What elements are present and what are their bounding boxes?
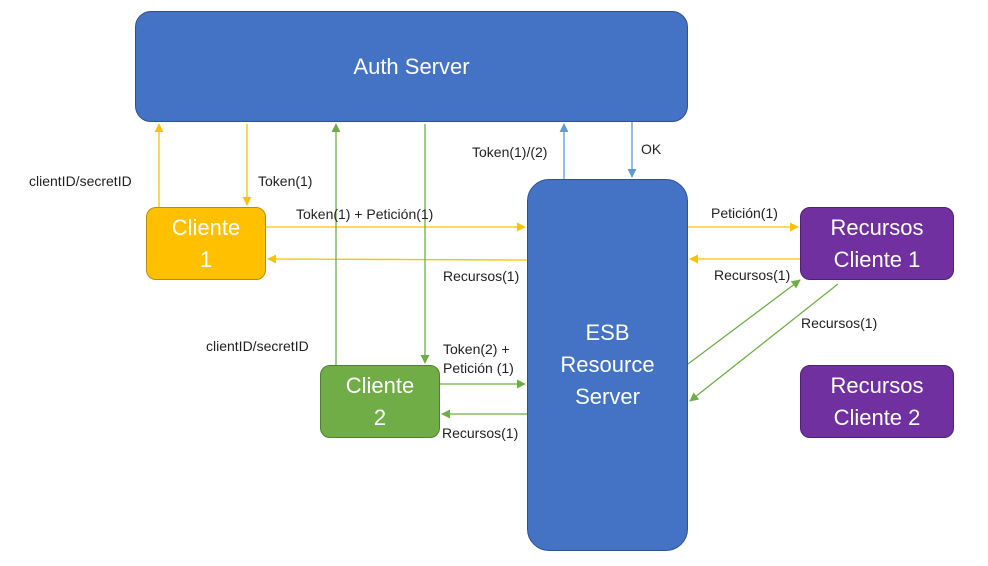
label-r1-resources-b: Recursos(1) [801, 315, 878, 331]
label-c1-credentials: clientID/secretID [29, 173, 132, 189]
label-c1-request: Token(1) + Petición(1) [296, 206, 434, 222]
recursos-cliente-2-node: Recursos Cliente 2 [800, 365, 954, 438]
recursos-cliente-1-node: Recursos Cliente 1 [800, 207, 954, 280]
label-c1-resources: Recursos(1) [443, 268, 520, 284]
cliente-2-node: Cliente 2 [320, 365, 440, 438]
label-auth-ok: OK [641, 141, 662, 157]
label-c1-token: Token(1) [258, 173, 313, 189]
arrow-c1-resources [267, 254, 528, 264]
label-c2-request: Token(2) + Petición (1) [443, 341, 514, 376]
label-c2-resources: Recursos(1) [442, 425, 519, 441]
arrow-r1-esb-diagonal [689, 283, 839, 402]
label-esb-validate: Token(1)/(2) [472, 144, 548, 160]
esb-resource-server-node: ESB Resource Server [527, 179, 688, 551]
label-c2-credentials: clientID/secretID [206, 338, 309, 354]
label-r1-resources-a: Recursos(1) [714, 267, 791, 283]
cliente-1-node: Cliente 1 [146, 207, 266, 280]
label-r1-request: Petición(1) [711, 205, 778, 221]
arrow-esb-r1-diagonal [687, 279, 801, 365]
auth-server-node: Auth Server [135, 11, 688, 122]
